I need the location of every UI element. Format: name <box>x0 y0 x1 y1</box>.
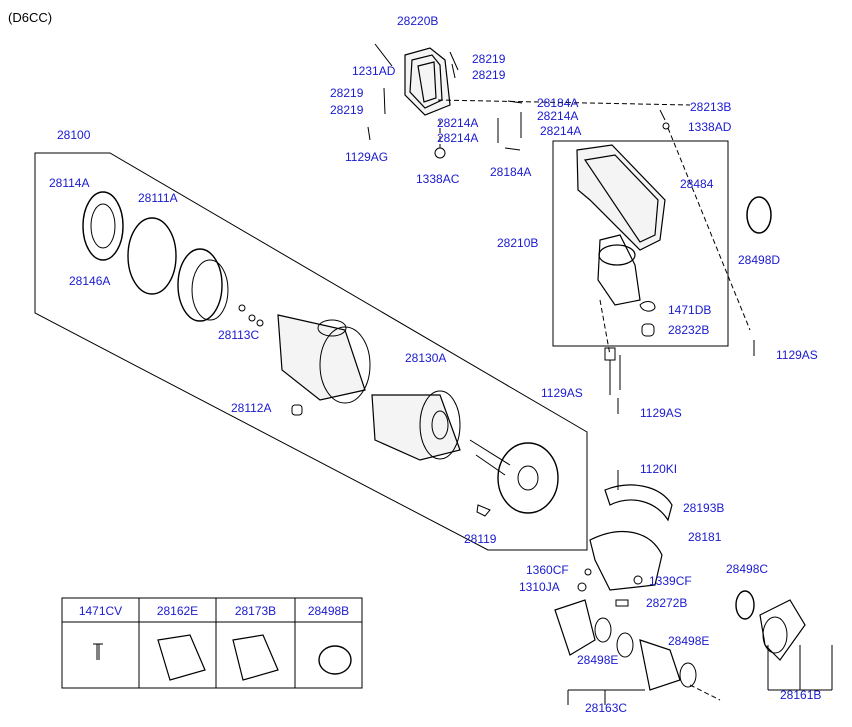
callout[interactable]: 28498D <box>738 253 781 267</box>
callout[interactable]: 28113C <box>218 328 260 342</box>
callout[interactable]: 28100 <box>57 128 91 142</box>
callout[interactable]: 28498E <box>668 634 710 648</box>
callout[interactable]: 1471DB <box>668 303 712 317</box>
resonator-28220B <box>404 47 451 116</box>
table-header: 1471CV <box>78 604 123 618</box>
callout[interactable]: 28111A <box>138 191 178 205</box>
callout[interactable]: 28214A <box>437 131 479 145</box>
callout[interactable]: 28184A <box>490 165 532 179</box>
callout[interactable]: 28181 <box>688 530 722 544</box>
hose-28163C-left <box>554 599 596 656</box>
callout[interactable]: 28184A <box>537 96 579 110</box>
callout[interactable]: 1338AD <box>688 120 732 134</box>
hose-28163C-right <box>639 639 681 691</box>
callout[interactable]: 28130A <box>405 351 447 365</box>
callout[interactable]: 28146A <box>69 274 111 288</box>
bolt-icon-1471CV <box>93 643 103 660</box>
table-header: 28173B <box>234 604 277 618</box>
bellows-icon-28162E <box>157 634 206 681</box>
callout[interactable]: 28484 <box>680 177 714 191</box>
callout[interactable]: 28161B <box>780 688 822 702</box>
housing-cap <box>177 248 223 322</box>
clamp-28498D <box>746 196 772 234</box>
callout[interactable]: 28119 <box>464 532 497 546</box>
table-header: 28162E <box>156 604 199 618</box>
callout[interactable]: 28272B <box>646 596 688 610</box>
air-cleaner-group-outline <box>34 152 588 551</box>
callout[interactable]: 1120KI <box>640 462 678 476</box>
callout[interactable]: 28219 <box>330 103 364 117</box>
clamp-icon-28498B <box>318 645 352 675</box>
cover-28146A <box>82 191 124 261</box>
callout[interactable]: 28163C <box>585 701 628 715</box>
band-28181 <box>589 531 663 591</box>
callout[interactable]: 1231AD <box>352 64 396 78</box>
callout[interactable]: 1129AS <box>541 386 583 400</box>
callout[interactable]: 28193B <box>683 501 725 515</box>
callout[interactable]: 28498E <box>577 653 619 667</box>
clamp-28498C <box>735 590 755 620</box>
callout[interactable]: 1310JA <box>519 580 560 594</box>
callout[interactable]: 28214A <box>437 116 479 130</box>
callout[interactable]: 28219 <box>472 68 506 82</box>
band-28193B <box>604 484 673 522</box>
callout[interactable]: 28219 <box>330 86 364 100</box>
callout[interactable]: 1129AG <box>345 150 389 164</box>
duct-group-outline <box>552 140 729 347</box>
bellows-icon-28173B <box>232 634 279 681</box>
callout[interactable]: 1129AS <box>640 406 682 420</box>
table-header: 28498B <box>307 604 350 618</box>
filter-28130A <box>371 394 461 461</box>
callout[interactable]: 28114A <box>49 176 90 190</box>
callout[interactable]: 28498C <box>726 562 769 576</box>
callout[interactable]: 28214A <box>537 109 579 123</box>
callout[interactable]: 1339CF <box>649 574 692 588</box>
duct-28210B <box>576 144 666 306</box>
gasket-28111A <box>127 217 177 295</box>
callout[interactable]: 1360CF <box>526 563 569 577</box>
callout[interactable]: 28112A <box>231 401 272 415</box>
callout[interactable]: 1129AS <box>776 348 818 362</box>
engine-code-label: (D6CC) <box>8 10 53 25</box>
callout[interactable]: 28213B <box>690 100 732 114</box>
elbow-28161B <box>759 599 806 661</box>
callout[interactable]: 28219 <box>472 52 506 66</box>
parts-table-outline <box>61 597 363 689</box>
callout[interactable]: 28214A <box>540 124 582 138</box>
callout[interactable]: 1338AC <box>416 172 460 186</box>
callout[interactable]: 28210B <box>497 236 539 250</box>
endcap-28119 <box>497 442 559 514</box>
callout[interactable]: 28232B <box>668 323 710 337</box>
callout[interactable]: 28220B <box>397 14 439 28</box>
